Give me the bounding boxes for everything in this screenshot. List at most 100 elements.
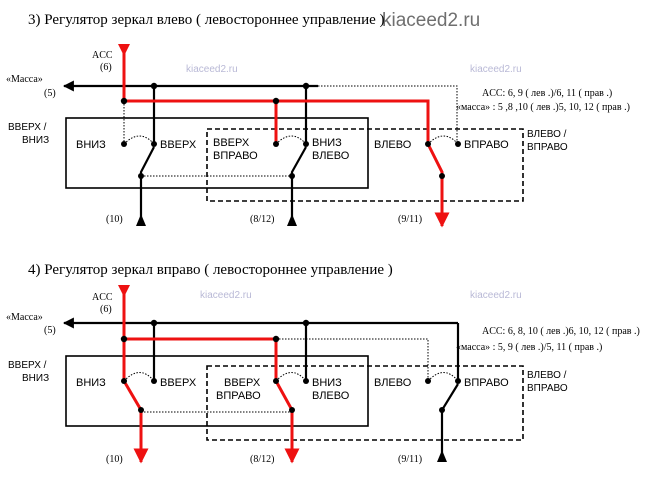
ground-arrow — [136, 214, 146, 226]
acc-arrow — [118, 285, 130, 297]
switch-contact — [273, 378, 279, 384]
dotted-link — [123, 372, 155, 382]
switch-label-down: ВНИЗ — [76, 139, 106, 151]
acc-live-wire — [274, 380, 300, 464]
dotted-link — [275, 372, 307, 382]
switch-box-up-down — [65, 355, 369, 427]
legend-massa: «масса» : 5 ,8 ,10 ( лев .)5, 10, 12 ( п… — [456, 102, 630, 113]
switch-lever — [290, 146, 307, 226]
side-label-up-down: ВНИЗ — [22, 135, 49, 146]
switch-contact — [425, 378, 431, 384]
pin-label: (8/12) — [250, 454, 274, 465]
dotted-link — [276, 338, 429, 381]
dotted-link — [275, 135, 307, 145]
switch-lever — [440, 383, 459, 462]
switch-label-up: ВВЕРХ — [160, 139, 197, 151]
switch-contact — [303, 141, 309, 147]
switch-label-up-right: ВПРАВО — [213, 150, 258, 162]
dotted-link — [427, 135, 459, 145]
switch-label-up-right: ВВЕРХ — [224, 377, 261, 389]
switch-contact — [121, 378, 127, 384]
diagram-title: 4) Регулятор зеркал вправо ( левосторонн… — [28, 262, 393, 278]
wire-node — [120, 335, 128, 343]
pin-label: (9/11) — [398, 214, 422, 225]
switch-contact — [303, 378, 309, 384]
switch-label-right: ВПРАВО — [464, 377, 509, 389]
side-label-left-right: ВПРАВО — [527, 383, 568, 394]
acc-label: ACC — [92, 292, 113, 303]
switch-contact — [425, 141, 431, 147]
acc-pin: (6) — [100, 62, 112, 73]
switch-contact — [273, 141, 279, 147]
diagram-4-right: 4) Регулятор зеркал вправо ( левосторонн… — [6, 262, 640, 465]
switch-contact — [121, 141, 127, 147]
switch-contact — [151, 378, 157, 384]
switch-pivot — [439, 173, 445, 179]
ground-arrow — [287, 214, 297, 226]
side-label-up-down: ВНИЗ — [22, 373, 49, 384]
acc-pin: (6) — [100, 304, 112, 315]
switch-contact — [455, 378, 461, 384]
pin-label: (10) — [106, 454, 123, 465]
acc-live-wire — [122, 380, 149, 464]
switch-label-down-left: ВНИЗ — [312, 137, 342, 149]
massa-label: «Масса» — [6, 312, 43, 323]
wire-node — [302, 319, 310, 327]
massa-pin: (5) — [44, 88, 56, 99]
acc-live-wire — [124, 337, 278, 381]
switch-label-left: ВЛЕВО — [374, 377, 412, 389]
diagram-title: 3) Регулятор зеркал влево ( левосторонне… — [28, 12, 385, 28]
wire-node — [302, 82, 310, 90]
pin-label: (10) — [106, 214, 123, 225]
side-label-left-right: ВЛЕВО / — [527, 370, 567, 381]
switch-label-up-right: ВПРАВО — [216, 390, 261, 402]
legend-massa: «масса» : 5, 9 ( лев .)/5, 11 ( прав .) — [456, 342, 602, 353]
watermark: kiaceed2.ru — [186, 64, 238, 75]
side-label-up-down: ВВЕРХ / — [8, 360, 47, 371]
massa-label: «Масса» — [6, 74, 43, 85]
side-label-left-right: ВЛЕВО / — [527, 129, 567, 140]
switch-lever — [139, 146, 155, 226]
side-label-left-right: ВПРАВО — [527, 142, 568, 153]
dotted-link — [123, 135, 155, 145]
switch-label-up: ВВЕРХ — [160, 377, 197, 389]
switch-label-down-left: ВЛЕВО — [312, 390, 350, 402]
watermark: kiaceed2.ru — [200, 290, 252, 301]
ground-arrow — [437, 450, 447, 462]
switch-pivot — [289, 173, 295, 179]
watermark: kiaceed2.ru — [470, 290, 522, 301]
wire-node — [272, 97, 280, 105]
switch-label-up-right: ВВЕРХ — [213, 137, 250, 149]
pin-label: (9/11) — [398, 454, 422, 465]
dotted-link — [306, 85, 458, 144]
dotted-link — [427, 372, 459, 382]
legend-acc: ACC: 6, 9 ( лев .)/6, 11 ( прав .) — [482, 88, 612, 99]
wire-node — [272, 335, 280, 343]
side-label-up-down: ВВЕРХ / — [8, 122, 47, 133]
switch-label-down-left: ВНИЗ — [312, 377, 342, 389]
switch-label-down-left: ВЛЕВО — [312, 150, 350, 162]
switch-contact — [455, 141, 461, 147]
switch-box-left-right — [206, 365, 524, 441]
switch-box-left-right — [206, 128, 524, 202]
switch-label-left: ВЛЕВО — [374, 139, 412, 151]
switch-pivot — [439, 407, 445, 413]
switch-pivot — [138, 173, 144, 179]
switch-label-right: ВПРАВО — [464, 139, 509, 151]
legend-acc: ACC: 6, 8, 10 ( лев .)6, 10, 12 ( прав .… — [482, 326, 640, 337]
switch-label-down: ВНИЗ — [76, 377, 106, 389]
diagram-3-left: 3) Регулятор зеркал влево ( левосторонне… — [6, 12, 630, 228]
acc-live-wire — [426, 143, 450, 228]
massa-pin: (5) — [44, 325, 56, 336]
wire-node — [120, 97, 128, 105]
switch-box-up-down — [65, 117, 369, 189]
acc-label: ACC — [92, 50, 113, 61]
wire-node — [150, 82, 158, 90]
switch-contact — [151, 141, 157, 147]
switch-pivot — [289, 407, 295, 413]
pin-label: (8/12) — [250, 214, 274, 225]
acc-arrow — [118, 44, 130, 56]
wire-node — [150, 319, 158, 327]
header-watermark: kiaceed2.ru — [382, 10, 480, 31]
